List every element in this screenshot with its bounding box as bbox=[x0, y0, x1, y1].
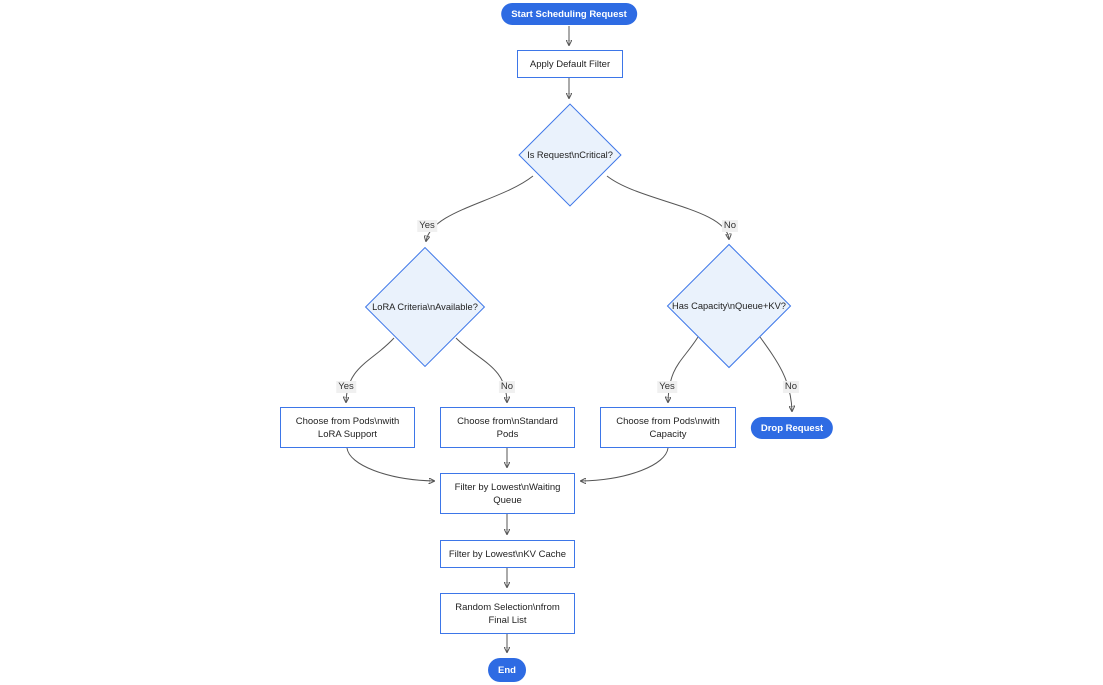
node-label: Filter by Lowest\nKV Cache bbox=[448, 548, 567, 560]
node-filter-lowest-waiting-queue: Filter by Lowest\nWaiting Queue bbox=[440, 473, 575, 514]
node-is-request-critical: Is Request\nCritical? bbox=[518, 103, 622, 207]
node-label: LoRA Criteria\nAvailable? bbox=[372, 302, 478, 312]
node-label: End bbox=[498, 664, 516, 676]
edge-critical-no bbox=[606, 175, 729, 239]
node-random-selection-final-list: Random Selection\nfrom Final List bbox=[440, 593, 575, 634]
node-label-line: Choose from\nStandard bbox=[457, 415, 558, 427]
node-label-line: Capacity bbox=[649, 428, 687, 440]
node-label-line: Queue bbox=[493, 494, 522, 506]
node-choose-pods-capacity: Choose from Pods\nwith Capacity bbox=[600, 407, 736, 448]
edge-label-capacity-yes: Yes bbox=[657, 381, 677, 393]
node-label-line: Choose from Pods\nwith bbox=[295, 415, 400, 427]
node-label: Drop Request bbox=[760, 422, 824, 434]
node-has-capacity-queue-kv: Has Capacity\nQueue+KV? bbox=[666, 243, 792, 369]
node-drop-request: Drop Request bbox=[750, 417, 834, 439]
node-label-line: Filter by Lowest\nWaiting bbox=[454, 481, 561, 493]
node-lora-criteria-available: LoRA Criteria\nAvailable? bbox=[364, 246, 486, 368]
node-label-line: LoRA Support bbox=[317, 428, 378, 440]
edge-label-critical-yes: Yes bbox=[417, 220, 437, 232]
node-filter-lowest-kv-cache: Filter by Lowest\nKV Cache bbox=[440, 540, 575, 568]
edge-label-critical-no: No bbox=[721, 220, 739, 232]
edge-lorapods-to-filter bbox=[346, 447, 434, 481]
edge-critical-yes bbox=[426, 175, 534, 241]
edge-capacity-no bbox=[759, 336, 792, 411]
node-start: Start Scheduling Request bbox=[501, 3, 637, 25]
edge-label-lora-no: No bbox=[498, 381, 516, 393]
node-label: Is Request\nCritical? bbox=[527, 150, 613, 160]
node-label: Start Scheduling Request bbox=[511, 8, 627, 20]
node-label: Has Capacity\nQueue+KV? bbox=[672, 301, 786, 311]
edge-label-capacity-no: No bbox=[782, 381, 800, 393]
node-choose-pods-lora-support: Choose from Pods\nwith LoRA Support bbox=[280, 407, 415, 448]
node-apply-default-filter: Apply Default Filter bbox=[517, 50, 623, 78]
node-label-line: Pods bbox=[496, 428, 519, 440]
node-label-line: Random Selection\nfrom bbox=[455, 601, 560, 613]
node-label-line: Final List bbox=[488, 614, 527, 626]
node-choose-standard-pods: Choose from\nStandard Pods bbox=[440, 407, 575, 448]
edge-capacitypods-to-filter bbox=[581, 447, 669, 481]
node-label: Apply Default Filter bbox=[529, 58, 611, 70]
node-end: End bbox=[488, 658, 526, 682]
node-label-line: Choose from Pods\nwith bbox=[616, 415, 720, 427]
edge-label-lora-yes: Yes bbox=[336, 381, 356, 393]
